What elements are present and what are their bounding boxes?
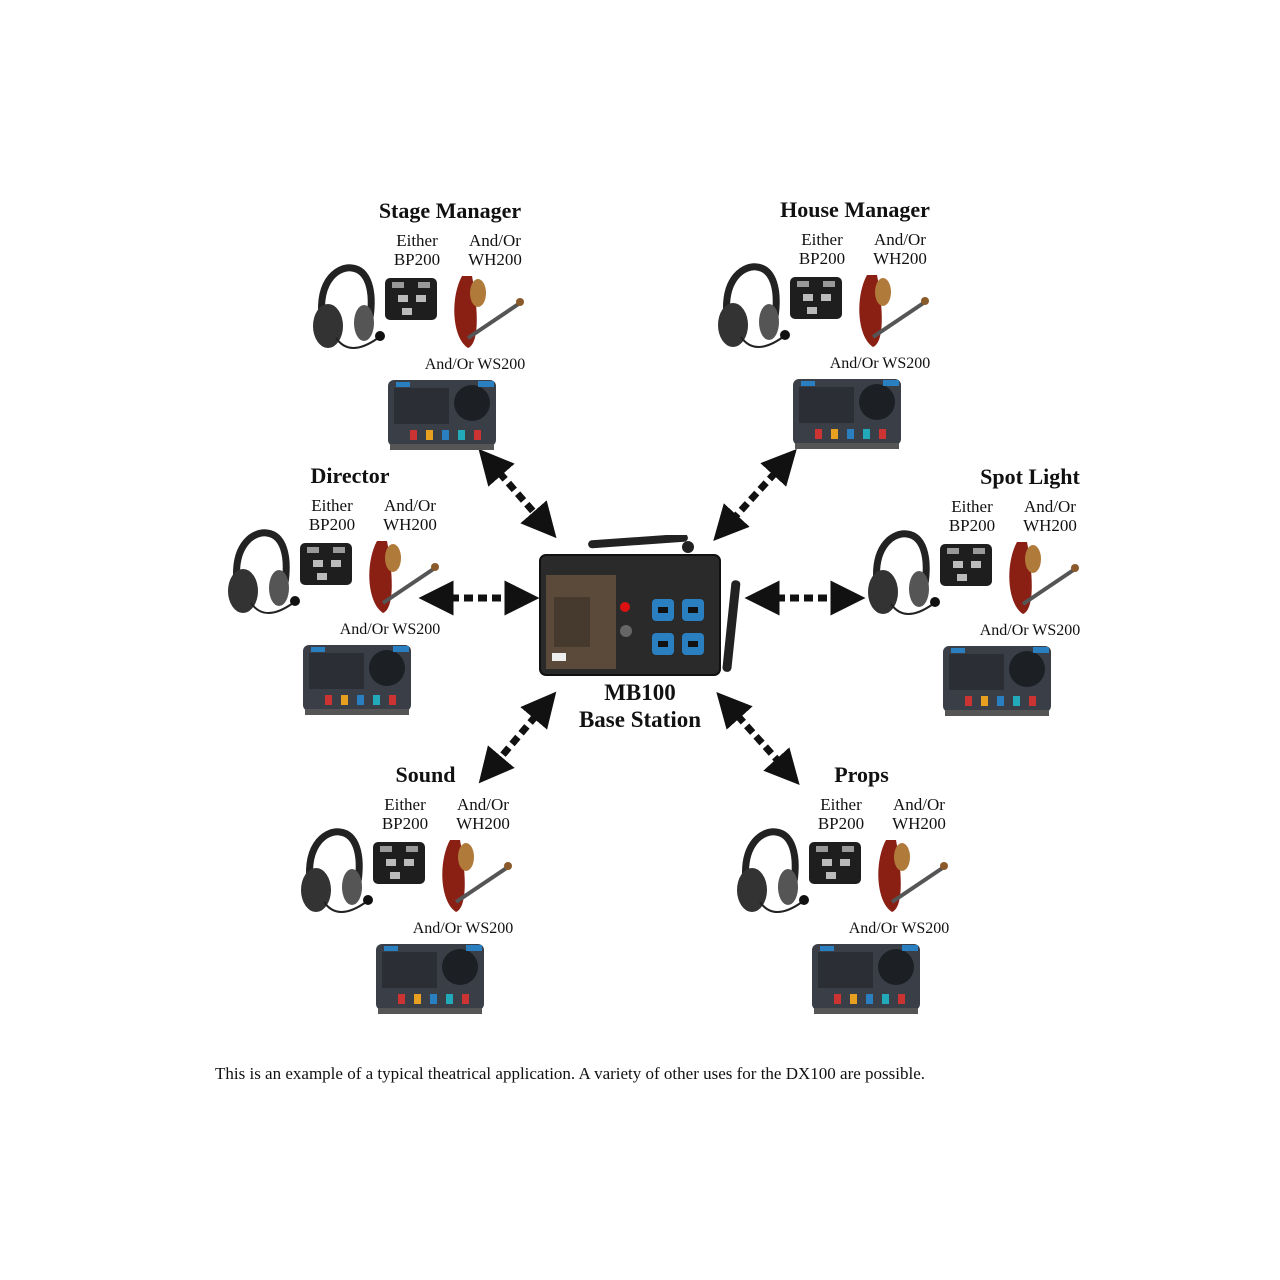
bp200-label: BP200 <box>308 515 356 534</box>
arrow-house-manager <box>713 449 797 541</box>
headset-icon <box>718 263 790 348</box>
wall-station-icon <box>812 944 920 1014</box>
station-role: Sound <box>395 762 456 787</box>
belt-pack-icon <box>385 278 437 320</box>
ws200-label: And/Or WS200 <box>339 621 441 638</box>
caption: This is an example of a typical theatric… <box>215 1064 926 1083</box>
ws200-label: And/Or WS200 <box>848 920 950 937</box>
wall-station-icon <box>793 379 901 449</box>
headset-icon <box>868 530 940 615</box>
headset-icon <box>228 529 300 614</box>
station-role: Spot Light <box>980 464 1080 489</box>
base-station-icon <box>539 535 741 676</box>
bp200-label: BP200 <box>948 516 996 535</box>
wireless-headset-icon <box>878 840 948 912</box>
station-devices <box>313 264 524 450</box>
arrow-sound <box>478 691 557 784</box>
bp200-label: BP200 <box>393 250 441 269</box>
wh200-label: WH200 <box>456 814 510 833</box>
base-name: Base Station <box>578 707 702 732</box>
station-devices <box>301 828 512 1014</box>
base-station-label: MB100 Base Station <box>540 679 740 733</box>
station-devices <box>718 263 929 449</box>
ws200-label: And/Or WS200 <box>979 622 1081 639</box>
station-devices <box>737 828 948 1014</box>
ws200-label: And/Or WS200 <box>829 355 931 372</box>
wh200-label: WH200 <box>468 250 522 269</box>
headset-icon <box>737 828 809 913</box>
station-role: Stage Manager <box>378 198 522 223</box>
wall-station-icon <box>943 646 1051 716</box>
arrow-props <box>716 691 800 786</box>
station-role: Director <box>310 463 390 488</box>
wh200-label: WH200 <box>873 249 927 268</box>
wh200-label: WH200 <box>1023 516 1077 535</box>
ws200-label: And/Or WS200 <box>424 356 526 373</box>
wireless-headset-icon <box>369 541 439 613</box>
wall-station-icon <box>376 944 484 1014</box>
headset-icon <box>301 828 373 913</box>
wireless-headset-icon <box>442 840 512 912</box>
ws200-label: And/Or WS200 <box>412 920 514 937</box>
station-devices <box>868 530 1079 716</box>
bp200-label: BP200 <box>817 814 865 833</box>
wall-station-icon <box>303 645 411 715</box>
station-role: House Manager <box>780 197 930 222</box>
wh200-label: WH200 <box>892 814 946 833</box>
bp200-label: BP200 <box>798 249 846 268</box>
wall-station-icon <box>388 380 496 450</box>
wireless-headset-icon <box>454 276 524 348</box>
belt-pack-icon <box>809 842 861 884</box>
station-devices <box>228 529 439 715</box>
station-role: Props <box>834 762 889 787</box>
bp200-label: BP200 <box>381 814 429 833</box>
base-model: MB100 <box>604 680 676 705</box>
wireless-headset-icon <box>859 275 929 347</box>
headset-icon <box>313 264 385 349</box>
belt-pack-icon <box>300 543 352 585</box>
belt-pack-icon <box>790 277 842 319</box>
wh200-label: WH200 <box>383 515 437 534</box>
belt-pack-icon <box>373 842 425 884</box>
wireless-headset-icon <box>1009 542 1079 614</box>
belt-pack-icon <box>940 544 992 586</box>
